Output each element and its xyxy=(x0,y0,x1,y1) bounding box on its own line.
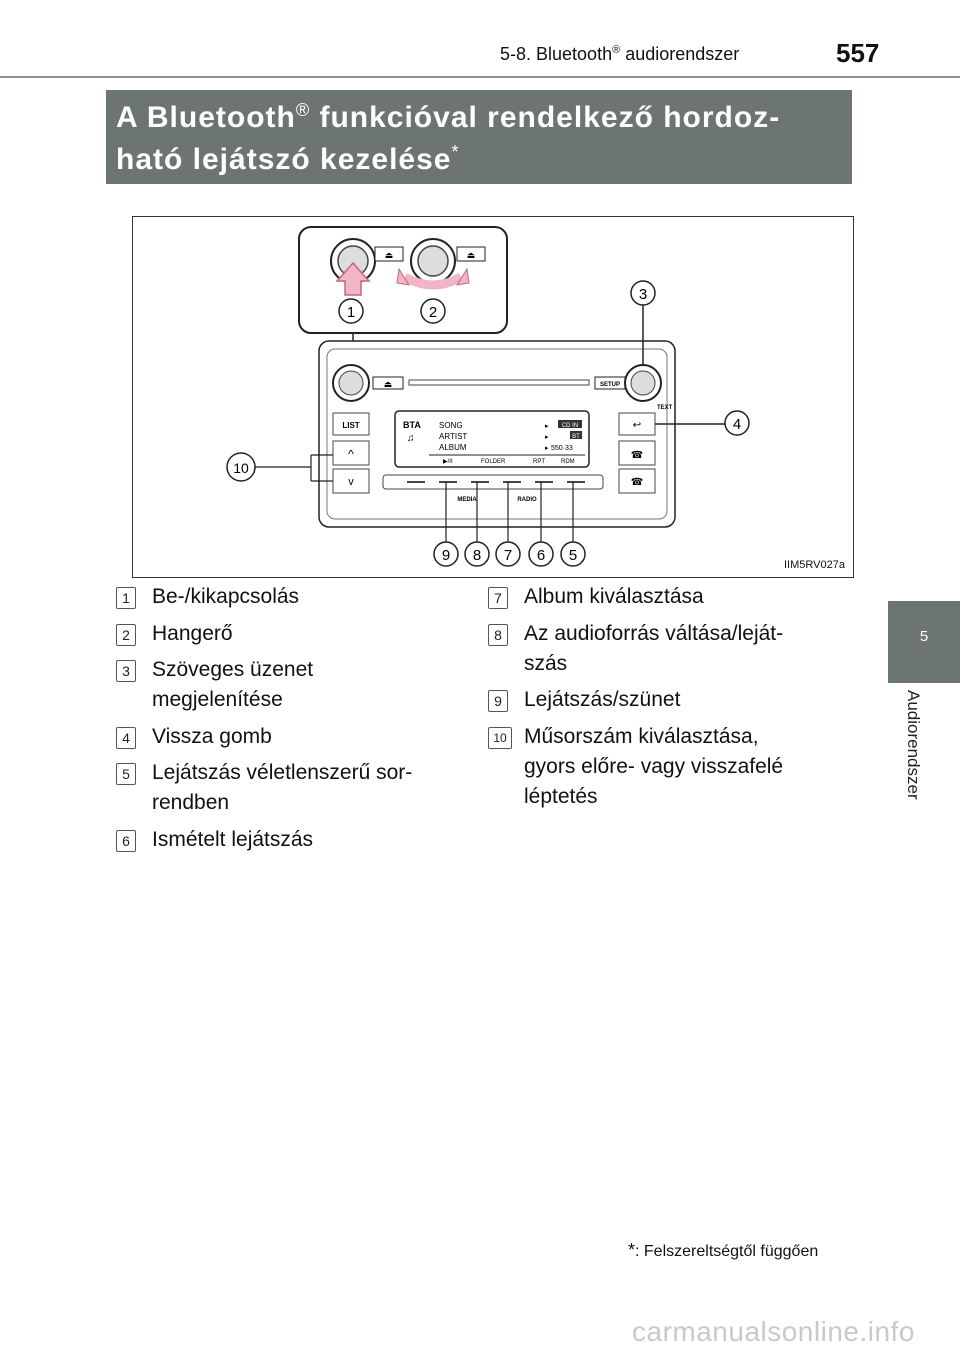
svg-text:LIST: LIST xyxy=(342,421,359,430)
svg-text:4: 4 xyxy=(733,416,741,433)
callout-7 xyxy=(495,541,521,567)
phone-answer-button xyxy=(618,440,656,466)
svg-text:BT: BT xyxy=(572,434,580,440)
svg-text:⏏: ⏏ xyxy=(385,250,394,260)
figure-id: IIM5RV027a xyxy=(784,559,845,571)
svg-text:550·33: 550·33 xyxy=(551,445,573,452)
svg-text:▶/II: ▶/II xyxy=(443,459,453,465)
svg-text:^: ^ xyxy=(348,447,354,461)
section-heading: A Bluetooth® funkcióval rendelkező hordo… xyxy=(106,90,852,184)
svg-text:RADIO: RADIO xyxy=(517,497,537,503)
svg-text:MEDIA: MEDIA xyxy=(457,497,477,503)
svg-text:RPT: RPT xyxy=(533,459,545,465)
legend-item-1: Be-/kikapcsolás xyxy=(152,585,300,608)
callout-2 xyxy=(420,298,446,324)
svg-text:7: 7 xyxy=(504,547,512,564)
cd-slot xyxy=(408,379,590,386)
svg-text:BTA: BTA xyxy=(403,420,421,430)
callout-5 xyxy=(560,541,586,567)
legend-badge-2: 2 xyxy=(116,624,136,646)
svg-text:⏏: ⏏ xyxy=(384,379,393,389)
chapter-tab xyxy=(888,601,960,683)
svg-text:▸: ▸ xyxy=(545,423,549,430)
eject-inset-2 xyxy=(456,246,486,262)
callout-10 xyxy=(226,452,256,482)
eject-inset-1 xyxy=(374,246,404,262)
svg-text:♫: ♫ xyxy=(407,433,415,444)
chapter-label: Audiorendszer xyxy=(904,690,923,800)
legend-badge-9: 9 xyxy=(488,690,508,712)
legend-item-6: Ismételt lejátszás xyxy=(152,828,314,851)
legend-badge-7: 7 xyxy=(488,587,508,609)
legend-badge-5: 5 xyxy=(116,763,136,785)
svg-text:SETUP: SETUP xyxy=(600,382,620,388)
watermark: carmanualsonline.info xyxy=(632,1316,915,1347)
press-arrow-icon xyxy=(335,261,371,296)
legend-item-5: Lejátszás véletlenszerű sor-rendben xyxy=(152,761,413,814)
svg-text:8: 8 xyxy=(473,547,481,564)
svg-text:☎: ☎ xyxy=(631,477,643,488)
legend-badge-10: 10 xyxy=(488,727,512,749)
callout-9 xyxy=(433,541,459,567)
svg-text:↩: ↩ xyxy=(633,420,641,431)
callout-8 xyxy=(464,541,490,567)
down-button xyxy=(332,468,370,494)
legend-badge-1: 1 xyxy=(116,587,136,609)
list-button xyxy=(332,412,370,436)
legend-badge-6: 6 xyxy=(116,830,136,852)
display-screen xyxy=(394,410,590,468)
legend-badge-8: 8 xyxy=(488,624,508,646)
legend-item-2: Hangerő xyxy=(152,622,233,645)
up-button xyxy=(332,440,370,466)
section-title: 5-8. Bluetooth® audiorendszer xyxy=(500,44,740,64)
svg-text:1: 1 xyxy=(347,304,355,321)
eject-button xyxy=(372,376,404,390)
legend-item-9: Lejátszás/szünet xyxy=(524,688,681,711)
callout-4 xyxy=(724,410,750,436)
svg-text:TEXT: TEXT xyxy=(657,405,673,411)
chapter-number: 5 xyxy=(919,628,929,645)
svg-text:9: 9 xyxy=(442,547,450,564)
svg-text:ALBUM: ALBUM xyxy=(439,443,467,452)
svg-text:☎: ☎ xyxy=(631,450,643,461)
svg-text:RDM: RDM xyxy=(561,459,575,465)
svg-text:⏏: ⏏ xyxy=(467,250,476,260)
page-number: 557 xyxy=(836,38,880,68)
svg-text:FOLDER: FOLDER xyxy=(481,459,506,465)
audio-unit-diagram: ⏏ ⏏ 1 2 ⏏ SETUP TEXT LIS xyxy=(226,226,750,567)
legend-item-4: Vissza gomb xyxy=(152,725,272,748)
callout-6 xyxy=(528,541,554,567)
svg-text:▸: ▸ xyxy=(545,434,549,441)
svg-text:3: 3 xyxy=(639,286,647,303)
callout-3 xyxy=(630,280,656,306)
legend-badge-4: 4 xyxy=(116,727,136,749)
svg-text:▸: ▸ xyxy=(545,445,549,452)
legend-item-7: Album kiválasztása xyxy=(524,585,704,608)
header-rule xyxy=(0,76,960,78)
svg-text:v: v xyxy=(348,476,354,488)
svg-text:2: 2 xyxy=(429,304,437,321)
svg-text:SONG: SONG xyxy=(439,421,463,430)
soft-key-row xyxy=(382,474,604,490)
audio-unit-figure: ⏏ ⏏ 1 2 ⏏ SETUP TEXT LIS xyxy=(132,216,854,578)
legend-item-8: Az audioforrás váltása/leját-szás xyxy=(524,622,784,675)
svg-text:10: 10 xyxy=(233,460,249,476)
phone-hangup-button xyxy=(618,468,656,494)
svg-text:CD IN: CD IN xyxy=(562,423,578,429)
svg-text:ARTIST: ARTIST xyxy=(439,432,467,441)
footnote: *: Felszereltségtől függően xyxy=(628,1240,819,1260)
callout-1 xyxy=(338,298,364,324)
svg-text:5: 5 xyxy=(569,547,577,564)
rotate-arrow-icon xyxy=(402,273,464,290)
svg-text:6: 6 xyxy=(537,547,545,564)
legend-item-10: Műsorszám kiválasztása,gyors előre- vagy… xyxy=(524,725,784,808)
legend-badge-3: 3 xyxy=(116,660,136,682)
